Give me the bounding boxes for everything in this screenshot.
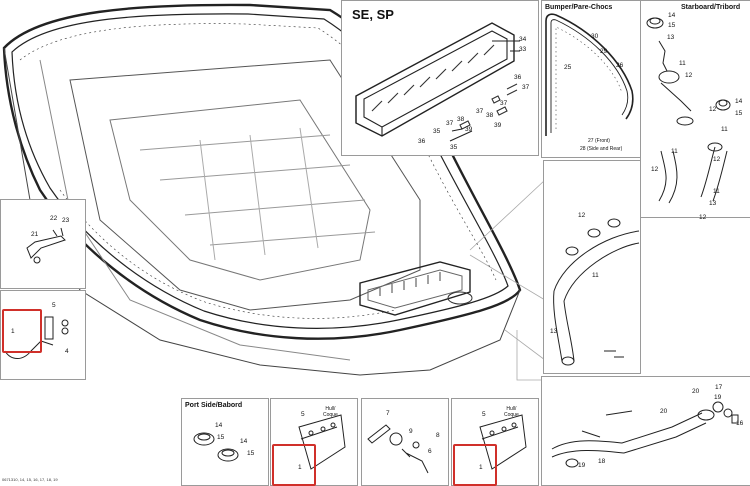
port-drain-drawing <box>193 432 239 462</box>
callout-34: 34 <box>519 36 527 43</box>
bracket-drawing <box>26 227 66 264</box>
callout-11e: 11 <box>592 272 599 279</box>
callout-38b: 38 <box>457 116 465 123</box>
callout-36b: 36 <box>418 138 426 145</box>
callout-35: 35 <box>433 128 441 135</box>
callout-1b: 1 <box>298 464 302 471</box>
starboard-drawing <box>646 17 731 204</box>
callout-14b: 14 <box>735 98 743 105</box>
callout-12e: 12 <box>699 214 707 221</box>
bumper-side-note: 28 (Side and Rear) <box>580 146 623 152</box>
callout-29: 29 <box>600 48 608 55</box>
callout-37: 37 <box>522 84 530 91</box>
left-lower-panel: 5 1 4 <box>0 290 86 380</box>
callout-6: 6 <box>428 448 432 455</box>
callout-22: 22 <box>50 215 58 222</box>
hull-coque-note-a: Hull/ Coque <box>323 406 338 418</box>
diagram-code: 0671310, 14, 15, 16, 17, 18, 19 <box>2 477 58 482</box>
callout-11b: 11 <box>721 126 728 133</box>
port-side-panel: Port Side/Babord 14 15 14 15 <box>181 398 269 486</box>
hull-clamp-drawing-a <box>298 414 346 470</box>
callout-15d: 15 <box>247 450 255 457</box>
highlight-part-1b <box>272 444 316 486</box>
callout-5b: 5 <box>301 411 305 418</box>
callout-39: 39 <box>494 122 502 129</box>
bumper-title: Bumper/Pare-Chocs <box>545 4 613 11</box>
callout-23: 23 <box>62 217 70 224</box>
callout-1: 1 <box>11 328 15 335</box>
callout-12: 12 <box>685 72 693 79</box>
storage-tray-drawing <box>355 22 520 142</box>
callout-21: 21 <box>31 231 39 238</box>
callout-15c: 15 <box>217 434 225 441</box>
hull-coque-note-b: Hull/ Coque <box>504 406 519 418</box>
callout-33: 33 <box>519 46 527 53</box>
callout-14d: 14 <box>240 438 248 445</box>
hull-panel-a: 5 Hull/ Coque 1 <box>270 398 358 486</box>
callout-36: 36 <box>514 74 522 81</box>
callout-38: 38 <box>486 112 494 119</box>
callout-39b: 39 <box>465 126 473 133</box>
hose-drawing <box>551 401 739 468</box>
callout-25: 25 <box>564 64 572 71</box>
highlight-part-1c <box>453 444 497 486</box>
highlight-part-1 <box>2 309 42 353</box>
starboard-title: Starboard/Tribord <box>681 4 741 11</box>
callout-18: 18 <box>598 458 606 465</box>
callout-26: 26 <box>616 62 624 69</box>
bumper-drawing <box>545 13 634 136</box>
bracket-panel: 7 9 8 6 <box>361 398 449 486</box>
callout-5: 5 <box>52 302 56 309</box>
callout-7: 7 <box>386 410 390 417</box>
callout-37b: 37 <box>500 100 508 107</box>
callout-17: 17 <box>715 384 723 391</box>
callout-16: 16 <box>736 420 744 427</box>
callout-12c: 12 <box>713 156 721 163</box>
callout-15: 15 <box>668 22 676 29</box>
callout-5c: 5 <box>482 411 486 418</box>
callout-19b: 19 <box>578 462 586 469</box>
hose-detail-panel: 12 11 13 <box>543 160 641 374</box>
callout-11: 11 <box>679 60 686 67</box>
bumper-panel: Bumper/Pare-Chocs 30 29 26 25 27 (Front)… <box>541 0 641 158</box>
starboard-panel: Starboard/Tribord 14 15 13 11 12 14 15 1… <box>640 0 750 221</box>
callout-20b: 20 <box>660 408 668 415</box>
se-sp-title: SE, SP <box>352 7 394 22</box>
callout-12d: 12 <box>651 166 659 173</box>
callout-8: 8 <box>436 432 440 439</box>
callout-13: 13 <box>667 34 675 41</box>
fitting-drawing <box>367 424 429 474</box>
bumper-front-note: 27 (Front) <box>588 138 610 144</box>
callout-30: 30 <box>591 33 599 40</box>
callout-15b: 15 <box>735 110 743 117</box>
callout-13b: 13 <box>709 200 717 207</box>
callout-13c: 13 <box>550 328 558 335</box>
callout-35b: 35 <box>450 144 458 151</box>
se-sp-panel: SE, SP 34 33 36 37 37 38 39 38 37 39 36 … <box>341 0 539 156</box>
callout-11d: 11 <box>713 188 720 195</box>
left-upper-panel: 22 23 21 <box>0 199 86 289</box>
callout-20: 20 <box>692 388 700 395</box>
hull-panel-b: 5 Hull/ Coque 1 <box>451 398 539 486</box>
callout-19: 19 <box>714 394 722 401</box>
callout-11c: 11 <box>671 148 678 155</box>
callout-14c: 14 <box>215 422 223 429</box>
callout-37c: 37 <box>476 108 484 115</box>
port-side-title: Port Side/Babord <box>185 402 243 409</box>
callout-4: 4 <box>65 348 69 355</box>
callout-37d: 37 <box>446 120 454 127</box>
callout-1c: 1 <box>479 464 483 471</box>
callout-12f: 12 <box>578 212 586 219</box>
callout-12b: 12 <box>709 106 717 113</box>
callout-9: 9 <box>409 428 413 435</box>
hull-clamp-drawing-b <box>479 414 527 470</box>
hose-panel: 20 17 19 20 16 19 18 <box>541 376 750 486</box>
hose-detail-drawing <box>553 218 640 366</box>
callout-14: 14 <box>668 12 676 19</box>
